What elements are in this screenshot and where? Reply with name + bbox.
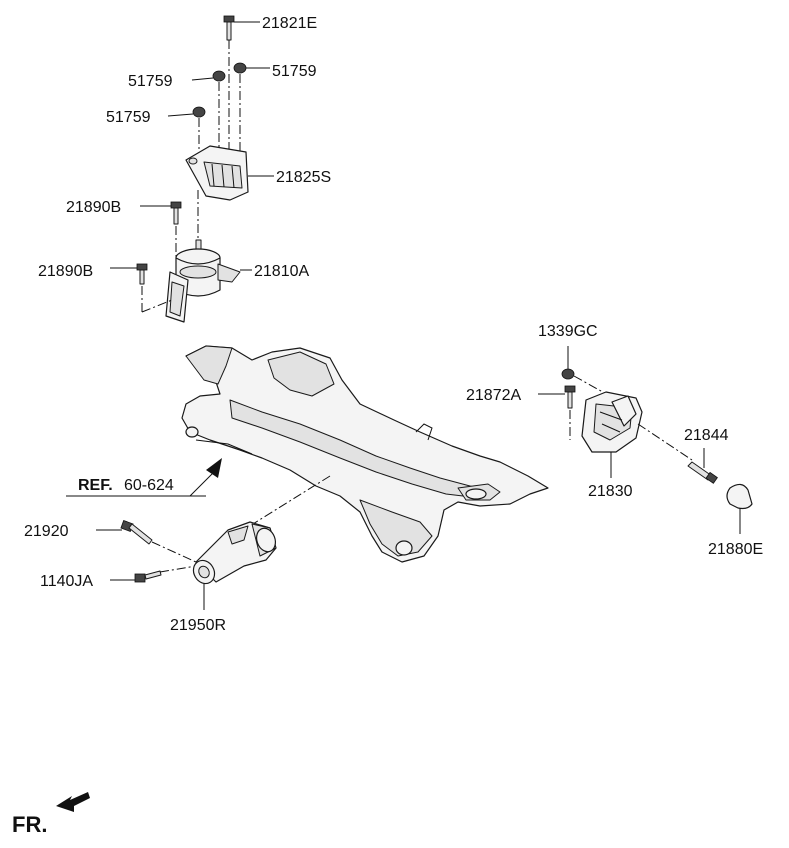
ref-prefix: REF. bbox=[78, 477, 113, 494]
front-subframe bbox=[181, 345, 549, 563]
reference-callout bbox=[66, 458, 222, 497]
bolt-21821e bbox=[223, 15, 260, 41]
bolt-1140ja bbox=[110, 570, 162, 583]
bolt-21872a bbox=[538, 385, 576, 409]
bolt-21920 bbox=[96, 520, 153, 545]
label-21844: 21844 bbox=[684, 427, 729, 444]
roll-stopper-21950r bbox=[192, 521, 277, 610]
cover-21880e bbox=[726, 483, 753, 534]
label-1140ja: 1140JA bbox=[40, 573, 93, 590]
label-21825s: 21825S bbox=[276, 169, 331, 186]
label-21810a: 21810A bbox=[254, 263, 309, 280]
label-51759-left: 51759 bbox=[106, 109, 151, 126]
label-21830: 21830 bbox=[588, 483, 633, 500]
transmission-mount-21830 bbox=[581, 391, 643, 478]
label-21821e: 21821E bbox=[262, 15, 317, 32]
front-direction-label: FR. bbox=[12, 812, 47, 837]
front-arrow-icon bbox=[56, 792, 90, 812]
label-51759-middle: 51759 bbox=[128, 73, 173, 90]
ref-number: 60-624 bbox=[124, 477, 174, 494]
label-21950r: 21950R bbox=[170, 617, 226, 634]
label-1339gc: 1339GC bbox=[538, 323, 598, 340]
bolt-21890b-bottom bbox=[110, 263, 148, 285]
label-21890b-top: 21890B bbox=[66, 199, 121, 216]
label-21890b-bottom: 21890B bbox=[38, 263, 93, 280]
label-21872a: 21872A bbox=[466, 387, 521, 404]
engine-mount-21810a bbox=[165, 239, 252, 323]
label-21880e: 21880E bbox=[708, 541, 763, 558]
nut-51759-left bbox=[167, 106, 206, 118]
nut-51759-right bbox=[233, 62, 270, 74]
nut-1339gc bbox=[561, 346, 575, 380]
bracket-21825s bbox=[185, 145, 274, 201]
bolt-21890b-top bbox=[140, 201, 182, 225]
label-51759-right: 51759 bbox=[272, 63, 317, 80]
nut-51759-middle bbox=[191, 70, 226, 82]
bolt-21844 bbox=[687, 448, 718, 484]
front-direction-indicator bbox=[56, 792, 90, 812]
label-21920: 21920 bbox=[24, 523, 69, 540]
